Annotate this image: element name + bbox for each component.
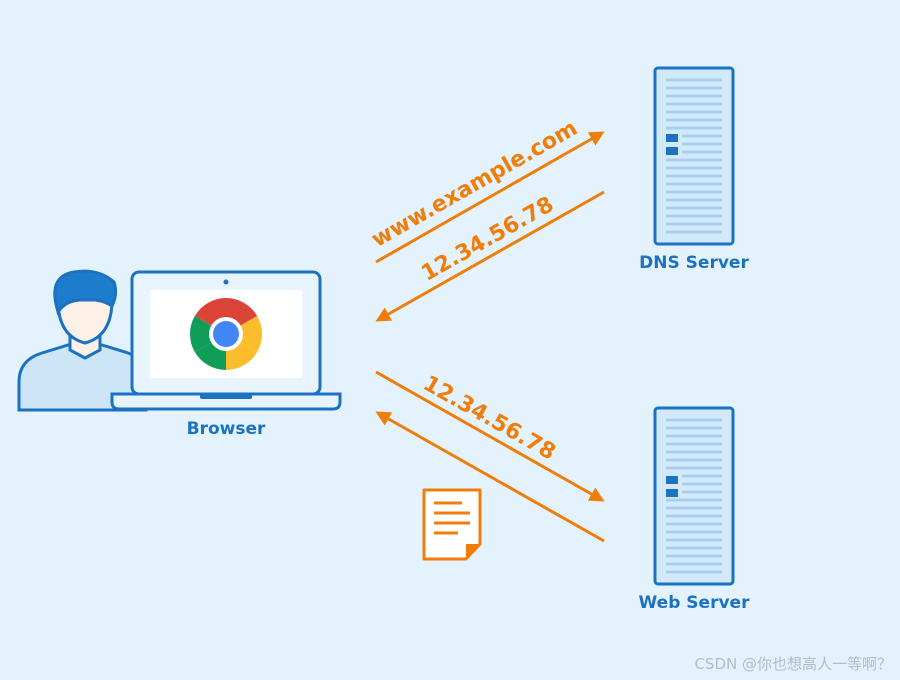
- chrome-logo-icon: [189, 297, 263, 371]
- watermark-text: CSDN @你也想高人一等啊？: [694, 655, 892, 673]
- http-request-arrow: [375, 370, 605, 502]
- dns-server-icon: [653, 66, 735, 246]
- dns-server-label: DNS Server: [639, 253, 749, 273]
- web-server-label: Web Server: [639, 593, 751, 613]
- server-rack-lines: [666, 78, 722, 234]
- dns-request-arrow: [375, 131, 605, 264]
- web-server-icon: [653, 406, 735, 586]
- http-response-arrow: [375, 411, 605, 543]
- http-request-label: 12.34.56.78: [419, 371, 560, 465]
- user-icon: [17, 269, 148, 412]
- dns-response-arrow: [375, 190, 605, 322]
- document-icon: [422, 488, 482, 561]
- browser-label: Browser: [187, 419, 266, 439]
- server-rack-lines: [666, 418, 722, 574]
